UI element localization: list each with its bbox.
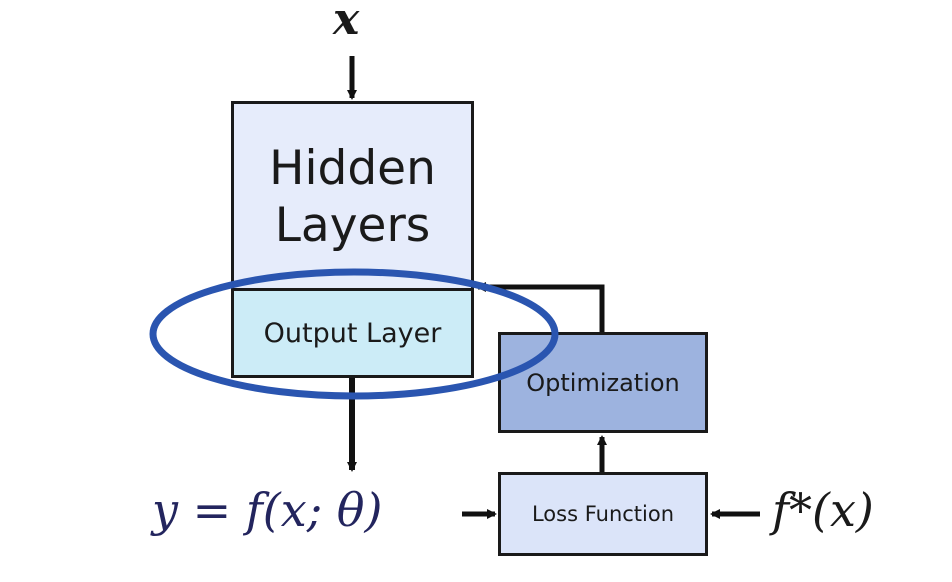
- output-layer-highlight-ellipse: [149, 268, 559, 400]
- hidden-layers-label: Hidden Layers: [269, 141, 436, 253]
- optimization-box: Optimization: [498, 332, 708, 433]
- hidden-layers-box: Hidden Layers: [231, 101, 474, 291]
- loss-function-label: Loss Function: [531, 502, 675, 526]
- loss-function-box: Loss Function: [498, 472, 708, 556]
- input-x-label: x: [333, 0, 360, 45]
- target-function-label: f*(x): [772, 483, 874, 537]
- output-layer-box: Output Layer: [231, 288, 474, 378]
- optimization-label: Optimization: [526, 368, 680, 397]
- model-output-equation: y = f(x; θ): [152, 483, 383, 537]
- arrow-optimization-feedback: [476, 282, 605, 332]
- output-layer-label: Output Layer: [263, 317, 442, 349]
